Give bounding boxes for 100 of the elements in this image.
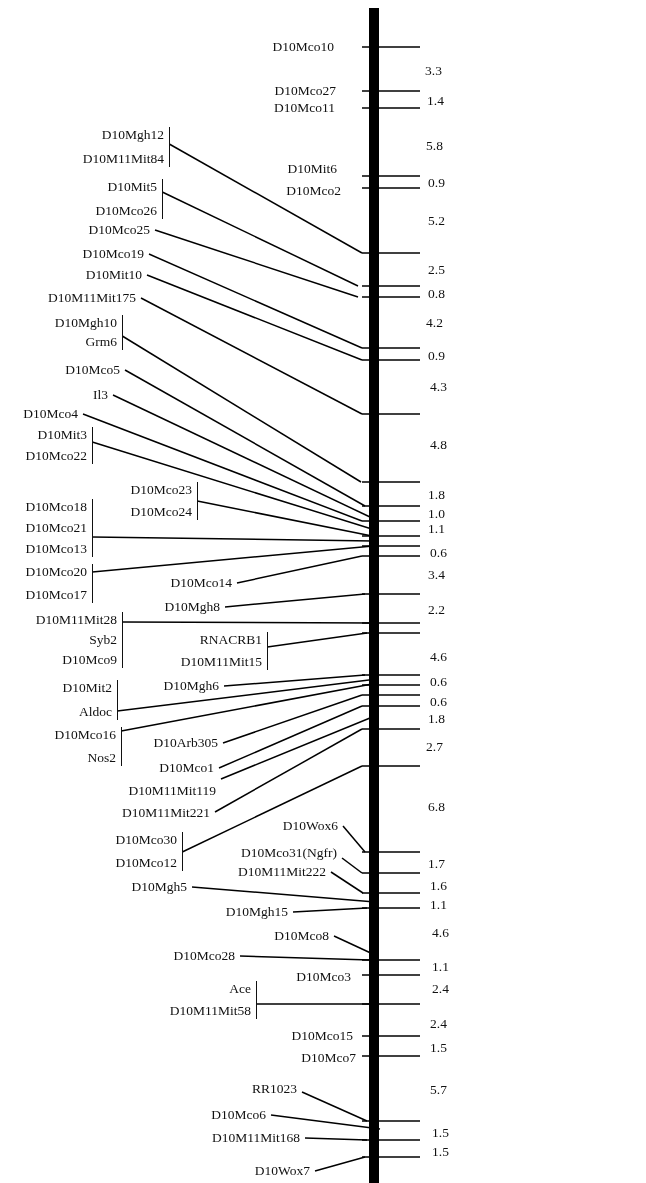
marker-label: Syb2 [88, 632, 117, 648]
leader-line [146, 274, 363, 361]
leader-line [154, 229, 359, 298]
marker-label: D10Mco30 [115, 832, 177, 848]
leader-line [124, 369, 366, 507]
distance-label: 1.6 [430, 878, 447, 894]
marker-bracket [25, 499, 93, 557]
distance-label: 0.8 [428, 286, 445, 302]
marker-label: D10Mco6 [211, 1107, 266, 1123]
distance-label: 2.2 [428, 602, 445, 618]
chromosome-drawing [361, 8, 421, 1183]
leader-line [181, 765, 363, 853]
marker-label: D10Mco12 [115, 855, 177, 871]
distance-label: 6.8 [428, 799, 445, 815]
marker-label: D10M11Mit221 [122, 805, 210, 821]
marker-label: D10Mco24 [130, 504, 192, 520]
distance-label: 1.1 [428, 521, 445, 537]
distance-label: 5.8 [426, 138, 443, 154]
distance-label: 2.4 [432, 981, 449, 997]
marker-bracket [169, 981, 257, 1019]
marker-label: D10M11Mit168 [212, 1130, 300, 1146]
leader-line [218, 705, 363, 769]
marker-label: D10Mit10 [85, 267, 142, 283]
marker-bracket [130, 482, 198, 520]
marker-label: D10Mgh5 [131, 879, 187, 895]
distance-label: 1.7 [428, 856, 445, 872]
distance-label: 0.9 [428, 348, 445, 364]
leader-line [161, 191, 359, 287]
marker-label: D10Mco8 [274, 928, 329, 944]
marker-bracket [25, 427, 93, 464]
marker-label: D10Mco25 [88, 222, 150, 238]
marker-label: D10Mco22 [25, 448, 87, 464]
leader-line [168, 143, 363, 254]
marker-label: D10Arb305 [153, 735, 218, 751]
marker-bracket [54, 727, 122, 766]
marker-label: D10Mco28 [173, 948, 235, 964]
marker-label: D10Mco20 [25, 564, 87, 580]
marker-label: Il3 [93, 387, 108, 403]
distance-label: 0.9 [428, 175, 445, 191]
marker-label: Aldoc [78, 704, 112, 720]
marker-label: D10Mco1 [159, 760, 214, 776]
leader-line [82, 413, 363, 522]
marker-bracket [35, 612, 123, 668]
marker-label: D10M11Mit15 [180, 654, 262, 670]
marker-label: D10M11Mit28 [35, 612, 117, 628]
leader-line [140, 297, 363, 415]
distance-label: 4.6 [430, 649, 447, 665]
marker-label: D10Mco18 [25, 499, 87, 515]
distance-label: 5.7 [430, 1082, 447, 1098]
marker-label: D10Mco10 [272, 39, 334, 55]
leader-line [270, 1114, 381, 1130]
distance-label: 2.7 [426, 739, 443, 755]
marker-bracket [115, 832, 183, 871]
leader-line [330, 871, 364, 894]
marker-label: D10Mgh15 [225, 904, 288, 920]
marker-label: D10Mco31(Ngfr) [241, 845, 337, 861]
distance-label: 3.4 [428, 567, 445, 583]
marker-label: RR1023 [252, 1081, 297, 1097]
marker-label: D10Mco15 [291, 1028, 353, 1044]
leader-line [314, 1156, 366, 1172]
marker-label: Grm6 [84, 334, 117, 350]
marker-label: D10Mco3 [296, 969, 351, 985]
marker-label: D10Mco14 [170, 575, 232, 591]
marker-label: D10Mco19 [82, 246, 144, 262]
marker-label: D10Mco16 [54, 727, 116, 743]
marker-label: D10M11Mit175 [48, 290, 136, 306]
marker-label: D10Mgh8 [164, 599, 220, 615]
distance-label: 5.2 [428, 213, 445, 229]
marker-label: D10Mgh10 [54, 315, 117, 331]
distance-label: 4.8 [430, 437, 447, 453]
leader-line [112, 394, 371, 518]
leader-line [148, 253, 363, 349]
distance-label: 4.2 [426, 315, 443, 331]
marker-bracket [25, 564, 93, 603]
marker-bracket [180, 632, 268, 670]
marker-label: D10Mco23 [130, 482, 192, 498]
marker-label: D10Mco9 [61, 652, 117, 668]
marker-label: Ace [228, 981, 251, 997]
marker-label: D10Mco21 [25, 520, 87, 536]
marker-label: D10Wox7 [254, 1163, 310, 1179]
marker-bracket [95, 179, 163, 219]
marker-label: D10Mit5 [106, 179, 157, 195]
leader-line [266, 632, 368, 648]
leader-line [342, 825, 366, 853]
distance-label: 1.5 [432, 1125, 449, 1141]
marker-label: D10M11Mit222 [238, 864, 326, 880]
distance-label: 1.5 [430, 1040, 447, 1056]
marker-bracket [62, 680, 118, 720]
distance-label: 4.6 [432, 925, 449, 941]
distance-label: 1.8 [428, 487, 445, 503]
marker-label: D10Mit2 [62, 680, 112, 696]
marker-label: D10Mco27 [274, 83, 336, 99]
marker-label: D10Mco4 [23, 406, 78, 422]
distance-label: 0.6 [430, 545, 447, 561]
marker-bracket [82, 127, 170, 167]
leader-line [239, 955, 371, 961]
marker-label: Nos2 [86, 750, 116, 766]
marker-label: D10M11Mit84 [82, 151, 164, 167]
distance-label: 1.5 [432, 1144, 449, 1160]
distance-label: 1.1 [430, 897, 447, 913]
